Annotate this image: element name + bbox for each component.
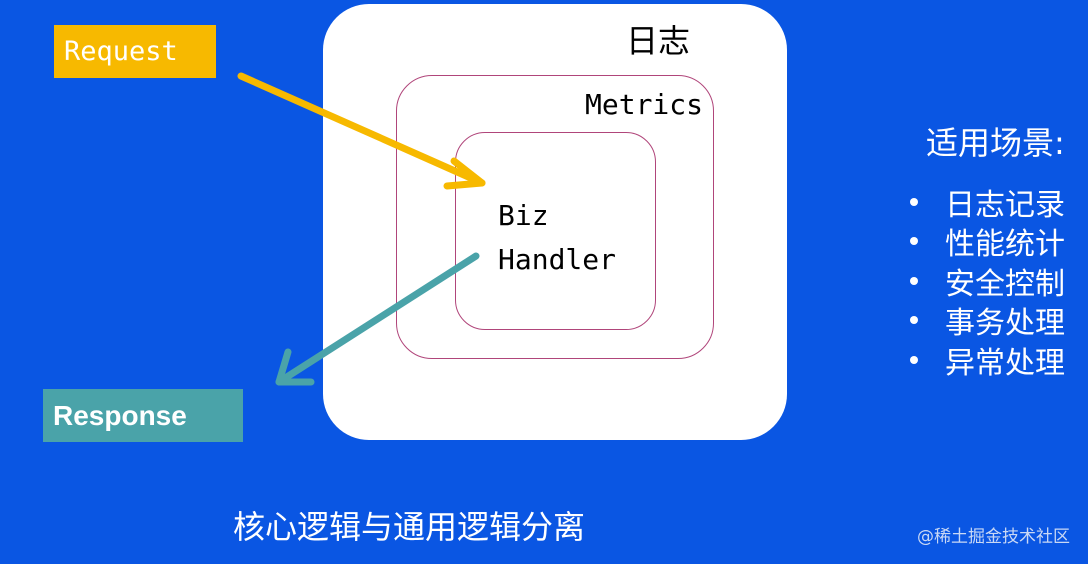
metrics-layer-box <box>396 75 714 359</box>
scenario-item: 性能统计 <box>906 222 1065 262</box>
biz-handler-label: Biz Handler <box>498 194 616 282</box>
metrics-layer-label: Metrics <box>585 88 704 121</box>
response-arrow <box>275 252 480 386</box>
biz-handler-label-line1: Biz <box>498 199 549 232</box>
bullet-icon <box>910 355 918 364</box>
biz-handler-label-line2: Handler <box>498 243 617 276</box>
log-layer-box <box>323 4 787 440</box>
biz-handler-box <box>455 132 656 330</box>
bullet-icon <box>910 276 918 285</box>
scenarios-title: 适用场景: <box>926 124 1065 162</box>
scenarios-list: 日志记录 性能统计 安全控制 事务处理 异常处理 <box>906 182 1065 381</box>
scenario-item-label: 异常处理 <box>945 345 1065 381</box>
log-layer-label: 日志 <box>626 22 691 60</box>
bullet-icon <box>910 197 918 206</box>
bullet-icon <box>910 316 918 325</box>
scenario-item: 事务处理 <box>906 301 1065 341</box>
scenario-item-label: 性能统计 <box>945 227 1065 263</box>
watermark: @稀土掘金技术社区 <box>917 527 1070 547</box>
caption: 核心逻辑与通用逻辑分离 <box>233 508 586 546</box>
request-arrow <box>237 72 486 190</box>
request-box: Request <box>54 25 216 78</box>
response-box: Response <box>43 389 243 442</box>
scenario-item-label: 事务处理 <box>945 306 1065 342</box>
scenario-item: 日志记录 <box>906 182 1065 223</box>
scenario-item-label: 日志记录 <box>945 187 1065 223</box>
scenario-item-label: 安全控制 <box>945 266 1065 302</box>
bullet-icon <box>910 237 918 246</box>
scenario-item: 安全控制 <box>906 261 1065 302</box>
scenario-item: 异常处理 <box>906 340 1065 381</box>
